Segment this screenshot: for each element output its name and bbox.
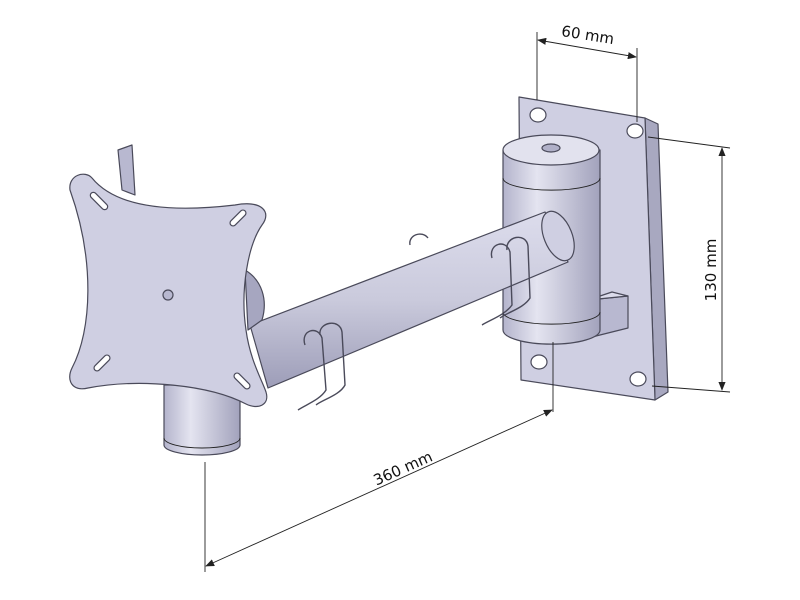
height-label: 130 mm (702, 239, 720, 302)
vesa-slots (89, 191, 251, 390)
vesa-plate (69, 144, 268, 408)
cable-clips (297, 233, 531, 411)
center-hole (162, 289, 174, 301)
width-label: 60 mm (560, 22, 615, 48)
arm-tube (249, 210, 575, 389)
mounting-holes (529, 107, 647, 387)
dimension-height: 130 mm (647, 136, 731, 393)
length-label: 360 mm (371, 447, 436, 489)
